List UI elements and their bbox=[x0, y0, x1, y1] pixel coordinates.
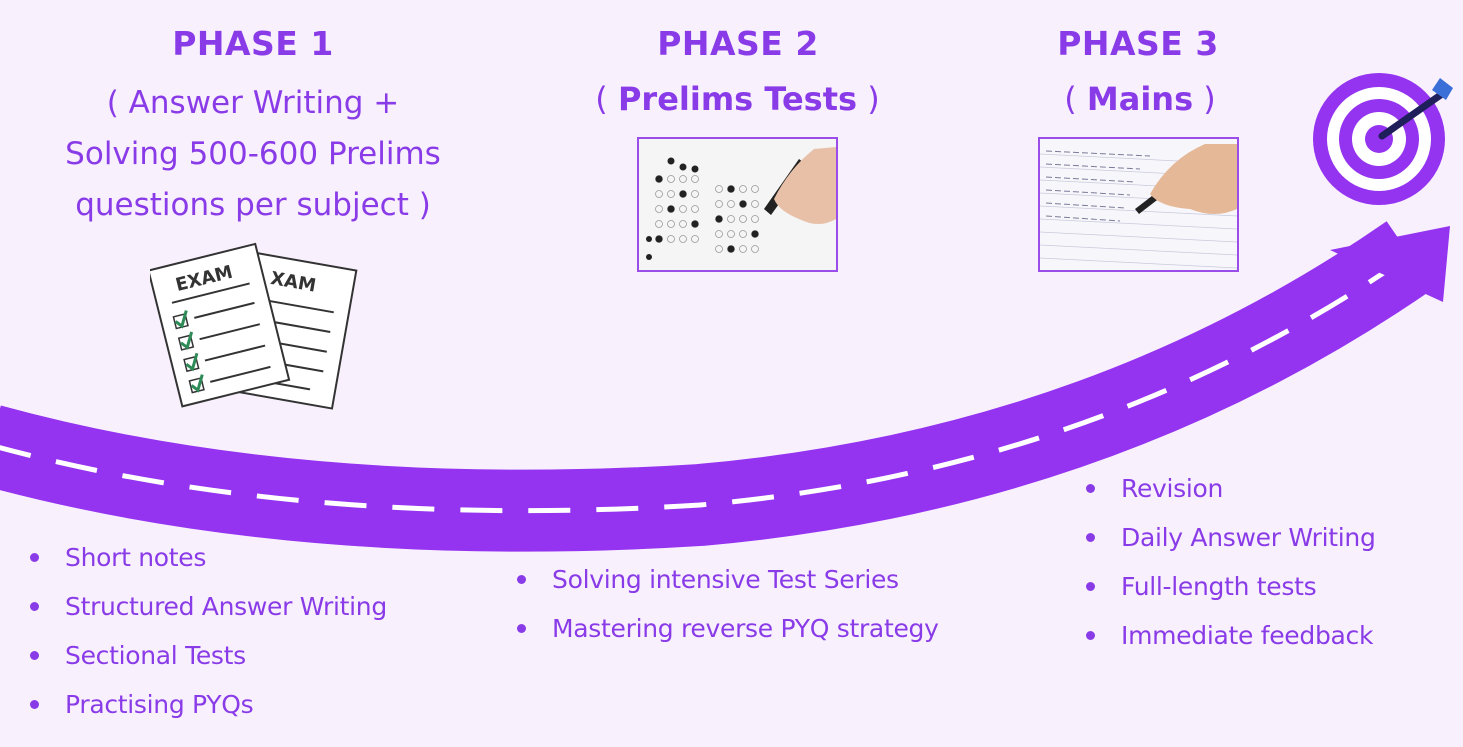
phase-3-subtitle: ( Mains ) bbox=[1000, 74, 1280, 125]
list-item: Structured Answer Writing bbox=[30, 582, 387, 631]
bullet-text: Structured Answer Writing bbox=[65, 592, 387, 621]
phase-2-title: PHASE 2 bbox=[657, 24, 819, 63]
list-item: Solving intensive Test Series bbox=[517, 555, 939, 604]
bullet-dot-icon bbox=[1086, 484, 1095, 493]
list-item: Full-length tests bbox=[1086, 562, 1376, 611]
bullet-dot-icon bbox=[30, 553, 39, 562]
list-item: Immediate feedback bbox=[1086, 611, 1376, 660]
list-item: Sectional Tests bbox=[30, 631, 387, 680]
road-center-dashes bbox=[0, 252, 1412, 514]
hand-shape bbox=[1150, 144, 1237, 214]
omr-sheet-photo bbox=[637, 137, 838, 272]
bullet-dot-icon bbox=[517, 624, 526, 633]
phase-3-bullets: Revision Daily Answer Writing Full-lengt… bbox=[1086, 464, 1376, 660]
subtitle-bold-text: Prelims Tests bbox=[617, 80, 858, 118]
phase-1-bullets: Short notes Structured Answer Writing Se… bbox=[30, 533, 387, 729]
subtitle-bold-text: Mains bbox=[1086, 80, 1194, 118]
road-arrowhead bbox=[1330, 226, 1450, 302]
phase-1-title: PHASE 1 bbox=[172, 24, 334, 63]
bullet-dot-icon bbox=[517, 575, 526, 584]
bullet-text: Sectional Tests bbox=[65, 641, 246, 670]
hand-shape bbox=[774, 147, 836, 224]
omr-sheet-illustration bbox=[639, 139, 836, 270]
subtitle-close-paren: ) bbox=[857, 80, 880, 118]
bullet-dot-icon bbox=[30, 700, 39, 709]
check-icon bbox=[172, 301, 255, 330]
bullet-text: Revision bbox=[1121, 474, 1224, 503]
check-icon bbox=[183, 344, 266, 373]
list-item: Daily Answer Writing bbox=[1086, 513, 1376, 562]
bullet-dot-icon bbox=[1086, 582, 1095, 591]
phase-2-bullets: Solving intensive Test Series Mastering … bbox=[517, 555, 939, 653]
subtitle-open-paren: ( bbox=[595, 80, 618, 118]
bullet-text: Short notes bbox=[65, 543, 207, 572]
phase-1-subtitle-line: ( Answer Writing + bbox=[106, 85, 400, 121]
bullet-text: Daily Answer Writing bbox=[1121, 523, 1376, 552]
answer-writing-illustration bbox=[1040, 139, 1237, 270]
subtitle-open-paren: ( bbox=[1064, 80, 1087, 118]
phase-2-subtitle: ( Prelims Tests ) bbox=[540, 74, 935, 125]
bullet-dot-icon bbox=[1086, 631, 1095, 640]
target-arrow-icon bbox=[1313, 73, 1453, 205]
check-icon bbox=[188, 365, 271, 394]
list-item: Mastering reverse PYQ strategy bbox=[517, 604, 939, 653]
list-item: Short notes bbox=[30, 533, 387, 582]
exam-papers-icon: XAM EXAM bbox=[150, 242, 358, 410]
bullet-text: Solving intensive Test Series bbox=[552, 565, 899, 594]
phase-1-subtitle: ( Answer Writing + Solving 500-600 Preli… bbox=[8, 78, 498, 231]
bullet-text: Practising PYQs bbox=[65, 690, 254, 719]
list-item: Revision bbox=[1086, 464, 1376, 513]
bullet-text: Mastering reverse PYQ strategy bbox=[552, 614, 939, 643]
list-item: Practising PYQs bbox=[30, 680, 387, 729]
bullet-text: Immediate feedback bbox=[1121, 621, 1374, 650]
bullet-text: Full-length tests bbox=[1121, 572, 1317, 601]
subtitle-close-paren: ) bbox=[1193, 80, 1216, 118]
bullet-dot-icon bbox=[30, 651, 39, 660]
bullet-dot-icon bbox=[30, 602, 39, 611]
phase-3-title: PHASE 3 bbox=[1057, 24, 1219, 63]
check-icon bbox=[177, 323, 261, 351]
phase-1-subtitle-line: Solving 500-600 Prelims bbox=[65, 136, 441, 172]
phase-1-subtitle-line: questions per subject ) bbox=[75, 187, 431, 223]
bullet-dot-icon bbox=[1086, 533, 1095, 542]
answer-writing-photo bbox=[1038, 137, 1239, 272]
